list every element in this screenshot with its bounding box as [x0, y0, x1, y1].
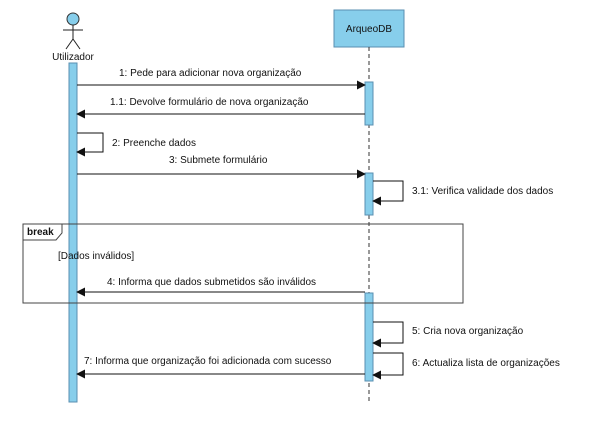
- message-label: 3.1: Verifica validade dos dados: [412, 186, 553, 197]
- activation-arqueodb-1: [364, 81, 374, 126]
- actor-label: Utilizador: [52, 52, 94, 63]
- participant-label: ArqueoDB: [346, 24, 392, 35]
- break-fragment[interactable]: break [Dados inválidos]: [22, 223, 464, 304]
- message-3[interactable]: 3: Submete formulário: [77, 155, 366, 179]
- message-label: 2: Preenche dados: [112, 138, 196, 149]
- message-arrow: [372, 352, 404, 380]
- message-arrow: [372, 321, 404, 348]
- actor-utilizador[interactable]: Utilizador: [52, 12, 95, 63]
- message-label: 3: Submete formulário: [169, 155, 268, 166]
- message-arrow: [76, 132, 104, 157]
- message-5[interactable]: 5: Cria nova organização: [372, 321, 524, 348]
- activation-arqueodb-2: [364, 172, 374, 216]
- message-arrow: [372, 180, 404, 206]
- fragment-guard: [Dados inválidos]: [58, 251, 134, 262]
- participant-box: [333, 9, 405, 48]
- message-1[interactable]: 1: Pede para adicionar nova organização: [77, 68, 366, 90]
- message-3-1[interactable]: 3.1: Verifica validade dos dados: [372, 180, 553, 206]
- fragment-operator: break: [27, 227, 54, 238]
- message-label: 1.1: Devolve formulário de nova organiza…: [110, 97, 309, 108]
- fragment-frame: [22, 223, 464, 304]
- message-7[interactable]: 7: Informa que organização foi adicionad…: [76, 356, 365, 379]
- message-label: 5: Cria nova organização: [412, 326, 524, 337]
- message-label: 1: Pede para adicionar nova organização: [119, 68, 302, 79]
- participant-arqueodb[interactable]: ArqueoDB: [333, 9, 405, 48]
- message-label: 6: Actualiza lista de organizações: [412, 358, 560, 369]
- activation-arqueodb-3: [364, 292, 374, 382]
- activation-utilizador: [68, 62, 78, 403]
- message-4[interactable]: 4: Informa que dados submetidos são invá…: [76, 277, 365, 297]
- stick-figure-icon: [63, 12, 83, 50]
- message-2[interactable]: 2: Preenche dados: [76, 132, 196, 157]
- message-label: 7: Informa que organização foi adicionad…: [84, 356, 332, 367]
- message-1-1[interactable]: 1.1: Devolve formulário de nova organiza…: [76, 97, 365, 119]
- message-6[interactable]: 6: Actualiza lista de organizações: [372, 352, 560, 380]
- fragment-operator-tab: [22, 223, 63, 241]
- message-label: 4: Informa que dados submetidos são invá…: [107, 277, 316, 288]
